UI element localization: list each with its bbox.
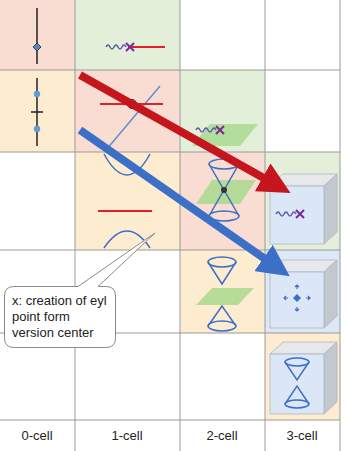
callout-bubble: x: creation of eyl point form version ce… bbox=[4, 286, 116, 348]
column-label: 0-cell bbox=[21, 428, 52, 444]
column-label: 1-cell bbox=[111, 428, 142, 444]
column-label: 2-cell bbox=[206, 428, 237, 444]
callout-text: x: creation of eyl point form version ce… bbox=[12, 293, 108, 341]
column-label: 3-cell bbox=[286, 428, 317, 444]
